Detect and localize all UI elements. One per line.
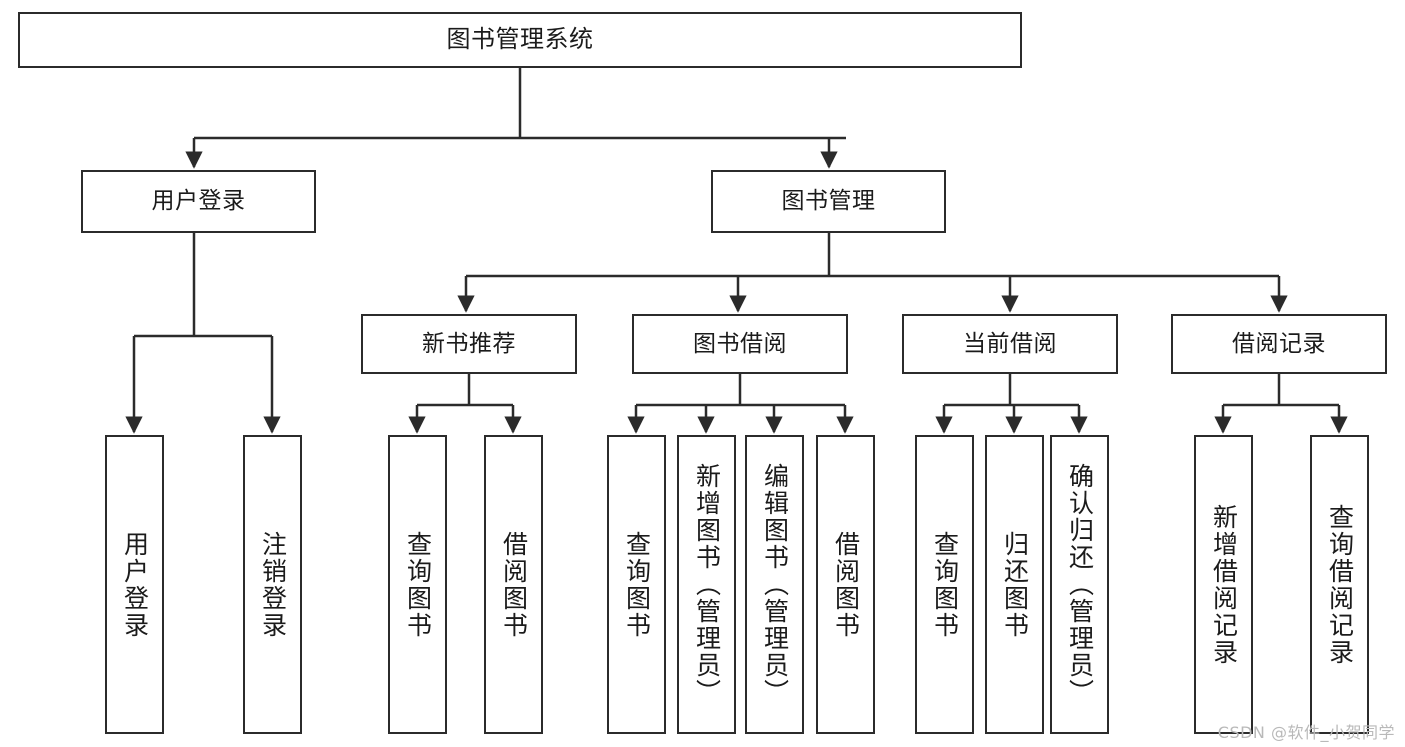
node-label: 用户登录 [151,188,246,215]
leaf-borrowing-query-book[interactable]: 查询图书 [607,435,666,734]
node-label: 查询借阅记录 [1325,503,1355,666]
leaf-borrowing-edit-book-admin[interactable]: 编辑图书（管理员） [745,435,804,734]
node-new-book-recommendation[interactable]: 新书推荐 [361,314,577,374]
node-label: 图书借阅 [693,330,787,357]
node-root-book-management-system[interactable]: 图书管理系统 [18,12,1022,68]
node-book-borrowing[interactable]: 图书借阅 [632,314,848,374]
node-label: 借阅记录 [1232,330,1326,357]
node-borrowing-record[interactable]: 借阅记录 [1171,314,1387,374]
node-label: 新书推荐 [422,330,516,357]
leaf-current-return-book[interactable]: 归还图书 [985,435,1044,734]
node-label: 用户登录 [120,530,150,639]
node-label: 当前借阅 [963,330,1057,357]
leaf-record-query-borrowing-record[interactable]: 查询借阅记录 [1310,435,1369,734]
leaf-user-logout[interactable]: 注销登录 [243,435,302,734]
node-label: 图书管理系统 [446,25,594,54]
node-label: 注销登录 [258,530,288,639]
leaf-borrowing-borrow-book[interactable]: 借阅图书 [816,435,875,734]
leaf-borrowing-add-book-admin[interactable]: 新增图书（管理员） [677,435,736,734]
node-label: 确认归还（管理员） [1065,463,1095,706]
leaf-recommendation-borrow-book[interactable]: 借阅图书 [484,435,543,734]
node-label: 查询图书 [403,530,433,639]
node-label: 借阅图书 [499,530,529,639]
node-label: 图书管理 [781,188,876,215]
leaf-current-query-book[interactable]: 查询图书 [915,435,974,734]
node-label: 新增图书（管理员） [692,463,722,706]
node-label: 编辑图书（管理员） [760,463,790,706]
node-book-management[interactable]: 图书管理 [711,170,946,233]
leaf-recommendation-query-book[interactable]: 查询图书 [388,435,447,734]
leaf-current-confirm-return-admin[interactable]: 确认归还（管理员） [1050,435,1109,734]
leaf-record-add-borrowing-record[interactable]: 新增借阅记录 [1194,435,1253,734]
leaf-user-login[interactable]: 用户登录 [105,435,164,734]
node-label: 借阅图书 [831,530,861,639]
watermark: CSDN @软件_小贺同学 [1217,723,1395,742]
node-label: 归还图书 [1000,530,1030,639]
node-user-login[interactable]: 用户登录 [81,170,316,233]
node-label: 新增借阅记录 [1209,503,1239,666]
node-label: 查询图书 [622,530,652,639]
node-current-borrowing[interactable]: 当前借阅 [902,314,1118,374]
node-label: 查询图书 [930,530,960,639]
